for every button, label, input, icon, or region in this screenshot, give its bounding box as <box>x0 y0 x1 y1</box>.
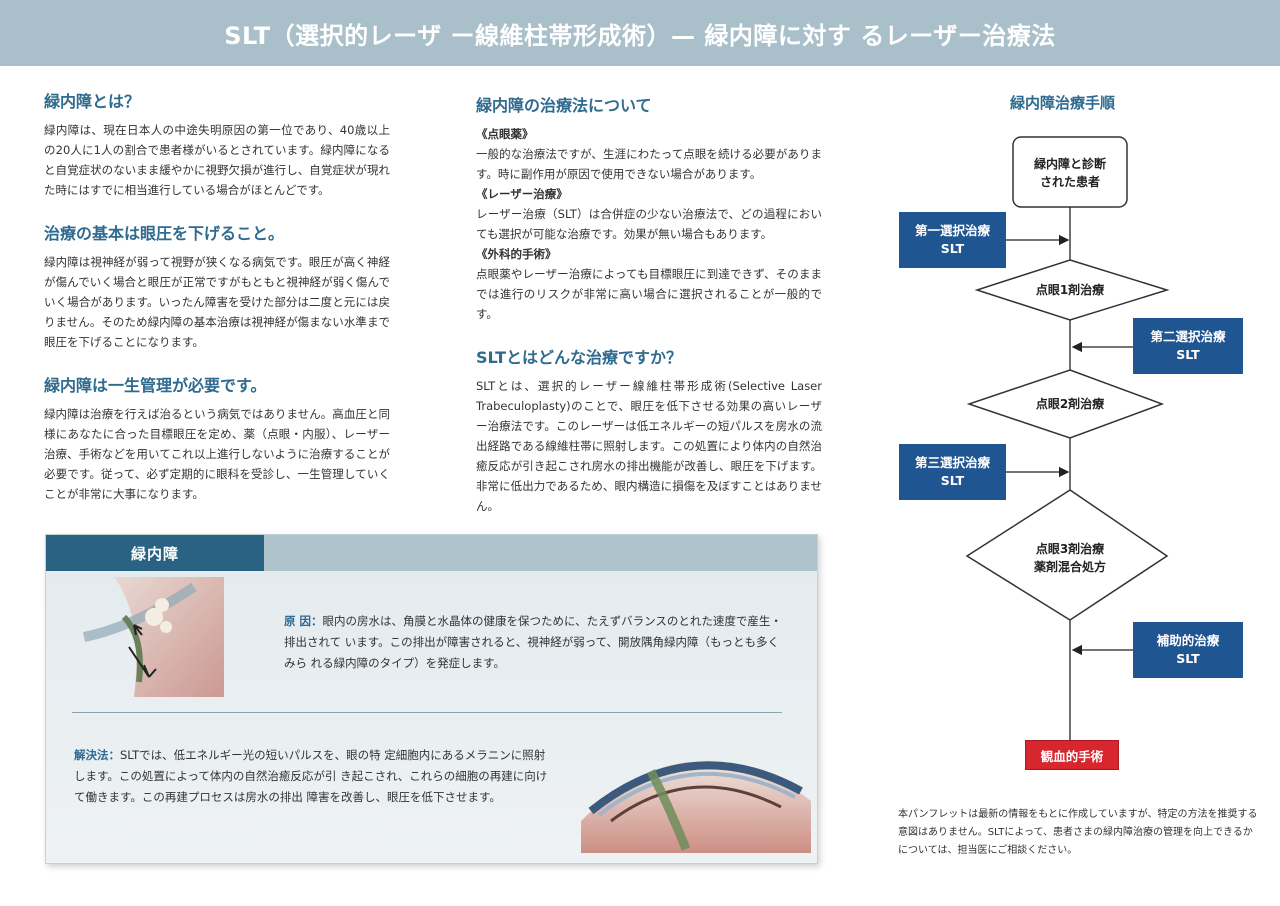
flow-third-line2: SLT <box>940 473 965 488</box>
section-treatments: 緑内障の治療法について 《点眼薬》 一般的な治療法ですが、生涯にわたって点眼を続… <box>476 92 822 324</box>
section-body: 緑内障は、現在日本人の中途失明原因の第一位であり、40歳以上の20人に1人の割合… <box>44 123 390 197</box>
section-heading: 緑内障とは？ <box>44 92 141 111</box>
section-lower-iop: 治療の基本は眼圧を下げること。 緑内障は視神経が弱って視野が狭くなる病気です。眼… <box>44 220 390 352</box>
solution-text: 解決法：SLTでは、低エネルギー光の短いパルスを、眼の特 定細胞内にあるメラニン… <box>74 745 554 808</box>
glaucoma-tab-label: 緑内障 <box>46 535 264 571</box>
flowchart-lines <box>965 136 1170 740</box>
section-body: 緑内障は視神経が弱って視野が狭くなる病気です。眼圧が高く神経が傷んでいく場合と眼… <box>44 255 390 349</box>
cause-body: 眼内の房水は、角膜と水晶体の健康を保つために、たえずバランスのとれた速度で産生・… <box>284 614 782 670</box>
flow-step2-label: 点眼2剤治療 <box>1035 397 1105 411</box>
flow-start-label: 緑内障と診断 された患者 <box>1013 155 1127 191</box>
cause-label: 原 因： <box>284 614 323 628</box>
section-what-is-glaucoma: 緑内障とは？ 緑内障は、現在日本人の中途失明原因の第一位であり、40歳以上の20… <box>44 88 390 200</box>
flow-aux-line2: SLT <box>1176 651 1200 666</box>
left-column: 緑内障とは？ 緑内障は、現在日本人の中途失明原因の第一位であり、40歳以上の20… <box>44 88 390 524</box>
flow-aux-treatment-box: 補助的治療 SLT <box>1133 622 1243 678</box>
middle-column: 緑内障の治療法について 《点眼薬》 一般的な治療法ですが、生涯にわたって点眼を続… <box>476 92 822 536</box>
box-divider <box>72 712 782 713</box>
flow-start-line1: 緑内障と診断 <box>1033 157 1106 171</box>
eye-cross-section-illustration <box>83 577 224 697</box>
sub-heading-eyedrops: 《点眼薬》 <box>476 127 534 141</box>
surgery-body: 点眼薬やレーザー治療によっても目標眼圧に到達できず、そのままでは進行のリスクが非… <box>476 267 822 321</box>
section-lifelong: 緑内障は一生管理が必要です。 緑内障は治療を行えば治るという病気ではありません。… <box>44 372 390 504</box>
disclaimer-footnote: 本パンフレットは最新の情報をもとに作成していますが、特定の方法を推奨する意図はあ… <box>898 809 1258 856</box>
flowchart-title: 緑内障治療手順 <box>1010 94 1116 112</box>
flow-aux-line1: 補助的治療 <box>1156 633 1220 648</box>
flow-second-choice-box: 第二選択治療 SLT <box>1133 318 1243 374</box>
flow-surgery-box: 観血的手術 <box>1025 740 1119 770</box>
flow-step3-line2: 薬剤混合処方 <box>1033 560 1106 574</box>
section-heading: 緑内障の治療法について <box>476 96 652 115</box>
flow-step3-line1: 点眼3剤治療 <box>1035 542 1105 556</box>
laser-treatment-illustration <box>581 760 811 853</box>
solution-body: SLTでは、低エネルギー光の短いパルスを、眼の特 定細胞内にあるメラニンに照射し… <box>74 748 548 804</box>
glaucoma-info-box: 緑内障 原 因：眼内の房水は、角膜と水晶体の健康を保つために、たえずバランスのと… <box>45 534 818 864</box>
flow-third-line1: 第三選択治療 <box>914 455 990 470</box>
section-heading: SLTとはどんな治療ですか？ <box>476 348 682 367</box>
sub-heading-laser: 《レーザー治療》 <box>476 187 568 201</box>
flow-second-line1: 第二選択治療 <box>1150 329 1226 344</box>
solution-label: 解決法： <box>74 748 120 762</box>
flow-step3-label: 点眼3剤治療 薬剤混合処方 <box>1003 540 1137 576</box>
section-body: 緑内障は治療を行えば治るという病気ではありません。高血圧と同様にあなたに合った目… <box>44 407 390 501</box>
sub-heading-surgery: 《外科的手術》 <box>476 247 557 261</box>
flow-step1-label: 点眼1剤治療 <box>1035 283 1105 297</box>
flow-third-choice-box: 第三選択治療 SLT <box>899 444 1006 500</box>
laser-body: レーザー治療（SLT）は合併症の少ない治療法で、どの過程においても選択が可能な治… <box>476 207 822 241</box>
section-body: SLTとは、選択的レーザー線維柱帯形成術(Selective Laser Tra… <box>476 379 822 513</box>
flow-first-line2: SLT <box>940 241 965 256</box>
section-heading: 治療の基本は眼圧を下げること。 <box>44 224 285 243</box>
cause-text: 原 因：眼内の房水は、角膜と水晶体の健康を保つために、たえずバランスのとれた速度… <box>284 611 784 674</box>
page-title: SLT（選択的レーザ ー線維柱帯形成術）— 緑内障に対す るレーザー治療法 <box>224 21 1056 50</box>
flow-second-line2: SLT <box>1176 347 1200 362</box>
flow-first-choice-box: 第一選択治療 SLT <box>899 212 1006 268</box>
header-bar: SLT（選択的レーザ ー線維柱帯形成術）— 緑内障に対す るレーザー治療法 <box>0 0 1280 66</box>
eyedrops-body: 一般的な治療法ですが、生涯にわたって点眼を続ける必要があります。時に副作用が原因… <box>476 147 822 181</box>
section-what-is-slt: SLTとはどんな治療ですか？ SLTとは、選択的レーザー線維柱帯形成術(Sele… <box>476 344 822 516</box>
flow-start-line2: された患者 <box>1039 175 1100 189</box>
section-heading: 緑内障は一生管理が必要です。 <box>44 376 267 395</box>
flow-first-line1: 第一選択治療 <box>914 223 990 238</box>
